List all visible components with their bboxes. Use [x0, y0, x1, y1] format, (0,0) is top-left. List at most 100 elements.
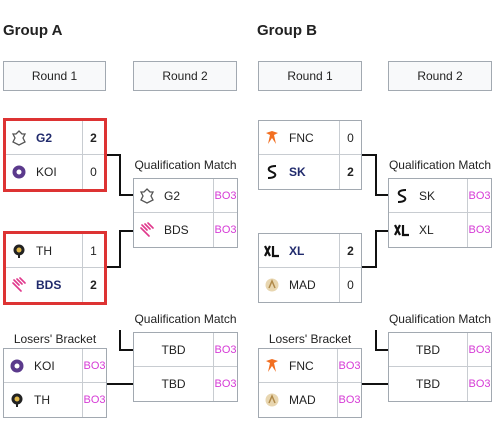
- best-of-badge: BO3: [82, 383, 106, 417]
- team-row[interactable]: XL BO3: [389, 213, 491, 247]
- team-row[interactable]: TBD BO3: [389, 367, 491, 401]
- team-name[interactable]: MAD: [289, 393, 316, 407]
- group-a-qual1-match[interactable]: G2 BO3 BDS BO3: [133, 178, 238, 248]
- best-of-badge: BO3: [337, 383, 361, 417]
- team-row[interactable]: XL 2: [259, 234, 361, 268]
- best-of-badge: BO3: [467, 179, 491, 212]
- team-row[interactable]: TBD BO3: [389, 333, 491, 367]
- team-score: 0: [339, 268, 361, 302]
- team-score: 0: [82, 155, 104, 189]
- g2-logo-icon: [134, 187, 160, 204]
- team-name[interactable]: TBD: [416, 342, 440, 357]
- team-row[interactable]: KOI 0: [6, 155, 104, 189]
- group-b-qual1-match[interactable]: SK BO3 XL BO3: [388, 178, 492, 248]
- bracket-connector: [119, 330, 121, 350]
- bracket-connector: [375, 330, 377, 350]
- team-name[interactable]: G2: [164, 188, 181, 203]
- team-row[interactable]: SK 2: [259, 155, 361, 189]
- xl-logo-icon: [389, 222, 415, 238]
- koi-logo-icon: [6, 164, 32, 180]
- bracket-connector: [107, 266, 120, 268]
- g2-logo-icon: [6, 129, 32, 146]
- group-a-qual2-match[interactable]: TBD BO3 TBD BO3: [133, 332, 238, 402]
- bracket-connector: [107, 383, 133, 385]
- best-of-badge: BO3: [82, 349, 106, 382]
- group-b-round1-header: Round 1: [258, 61, 362, 91]
- team-name[interactable]: TBD: [161, 377, 186, 391]
- group-b-title: Group B: [257, 22, 317, 39]
- bracket-connector: [375, 154, 377, 196]
- team-name[interactable]: TBD: [161, 342, 186, 357]
- koi-logo-icon: [4, 358, 30, 374]
- bracket-connector: [119, 230, 121, 268]
- team-row[interactable]: TH BO3: [4, 383, 106, 417]
- team-name[interactable]: BDS: [36, 278, 62, 292]
- team-name[interactable]: SK: [289, 165, 306, 179]
- group-a-losers-label: Losers' Bracket: [13, 332, 97, 346]
- bracket-connector: [375, 194, 388, 196]
- team-score: 0: [339, 121, 361, 154]
- bracket-connector: [375, 349, 388, 351]
- team-row[interactable]: G2 2: [6, 121, 104, 155]
- team-row[interactable]: FNC 0: [259, 121, 361, 155]
- th-logo-icon: [4, 392, 30, 408]
- best-of-badge: BO3: [337, 349, 361, 382]
- team-score: 2: [339, 155, 361, 189]
- team-row[interactable]: G2 BO3: [134, 179, 237, 213]
- fnc-logo-icon: [259, 130, 285, 146]
- group-b-round2-header: Round 2: [388, 61, 492, 91]
- team-name[interactable]: KOI: [34, 358, 55, 373]
- team-name[interactable]: G2: [36, 130, 53, 145]
- th-logo-icon: [6, 243, 32, 259]
- group-b-losers-label: Losers' Bracket: [268, 332, 352, 346]
- team-name[interactable]: TH: [34, 393, 50, 407]
- bracket-connector: [375, 230, 388, 232]
- team-row[interactable]: MAD 0: [259, 268, 361, 302]
- sk-logo-icon: [259, 164, 285, 180]
- bracket-connector: [119, 154, 121, 196]
- team-row[interactable]: BDS 2: [6, 268, 104, 302]
- group-a-round2-header: Round 2: [133, 61, 237, 91]
- team-name[interactable]: FNC: [289, 130, 314, 145]
- group-a-round1-match1[interactable]: G2 2 KOI 0: [3, 118, 107, 192]
- team-row[interactable]: TH 1: [6, 234, 104, 268]
- group-a-title: Group A: [3, 22, 63, 39]
- group-b-round1-match1[interactable]: FNC 0 SK 2: [258, 120, 362, 190]
- team-name[interactable]: MAD: [289, 278, 316, 292]
- bds-logo-icon: [6, 277, 32, 293]
- group-a-losers-match[interactable]: KOI BO3 TH BO3: [3, 348, 107, 418]
- mad-logo-icon: [259, 392, 285, 408]
- group-b-losers-match[interactable]: FNC BO3 MAD BO3: [258, 348, 362, 418]
- team-score: 2: [82, 121, 104, 154]
- best-of-badge: BO3: [467, 333, 491, 366]
- best-of-badge: BO3: [213, 367, 237, 401]
- team-row[interactable]: KOI BO3: [4, 349, 106, 383]
- group-b-qual2-label: Qualification Match: [388, 312, 492, 326]
- team-name[interactable]: XL: [419, 223, 434, 237]
- team-row[interactable]: SK BO3: [389, 179, 491, 213]
- group-a-round1-match2[interactable]: TH 1 BDS 2: [3, 231, 107, 305]
- fnc-logo-icon: [259, 358, 285, 374]
- team-row[interactable]: FNC BO3: [259, 349, 361, 383]
- group-b-round1-match2[interactable]: XL 2 MAD 0: [258, 233, 362, 303]
- group-a-qual1-label: Qualification Match: [134, 158, 237, 172]
- group-b-qual2-match[interactable]: TBD BO3 TBD BO3: [388, 332, 492, 402]
- sk-logo-icon: [389, 188, 415, 204]
- best-of-badge: BO3: [213, 213, 237, 247]
- bracket-connector: [362, 154, 376, 156]
- team-name[interactable]: BDS: [164, 223, 189, 237]
- team-name[interactable]: XL: [289, 243, 305, 258]
- team-name[interactable]: SK: [419, 188, 436, 203]
- bracket-connector: [119, 194, 133, 196]
- team-name[interactable]: TH: [36, 243, 52, 258]
- team-row[interactable]: TBD BO3: [134, 367, 237, 401]
- team-row[interactable]: MAD BO3: [259, 383, 361, 417]
- team-name[interactable]: TBD: [416, 377, 440, 391]
- best-of-badge: BO3: [467, 367, 491, 401]
- team-name[interactable]: KOI: [36, 165, 57, 179]
- best-of-badge: BO3: [467, 213, 491, 247]
- bracket-connector: [119, 349, 133, 351]
- team-name[interactable]: FNC: [289, 358, 314, 373]
- team-row[interactable]: BDS BO3: [134, 213, 237, 247]
- team-row[interactable]: TBD BO3: [134, 333, 237, 367]
